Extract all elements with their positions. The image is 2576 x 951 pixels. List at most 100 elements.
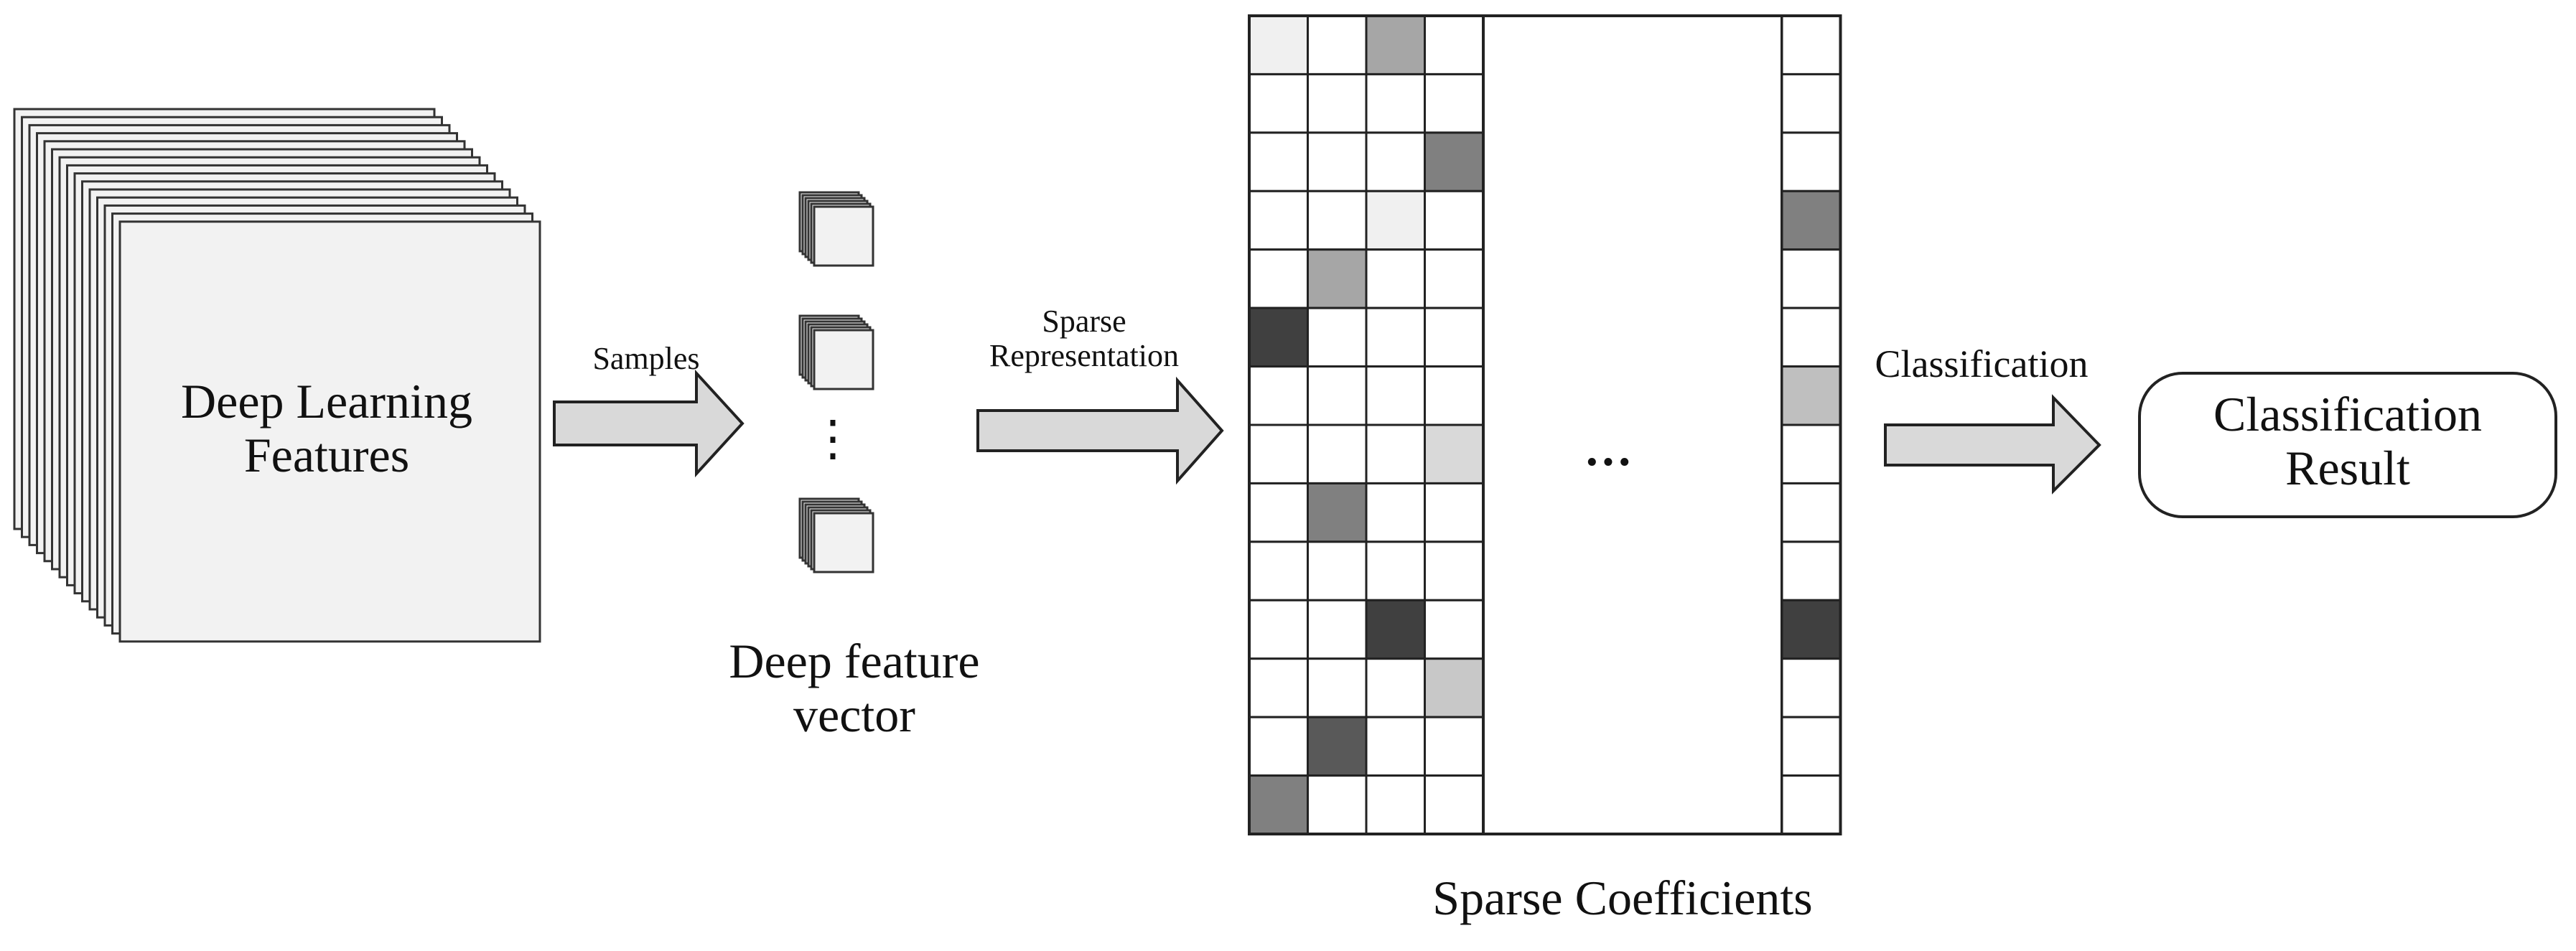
coefficient-cell bbox=[1248, 306, 1309, 368]
coefficient-cell bbox=[1248, 657, 1309, 718]
coefficient-cell bbox=[1248, 189, 1309, 251]
feature-vector-layer bbox=[813, 205, 874, 267]
coefficient-cell bbox=[1307, 365, 1368, 426]
coefficient-cell bbox=[1365, 248, 1426, 309]
coefficient-cell bbox=[1248, 599, 1309, 660]
classification-arrow bbox=[1884, 394, 2101, 495]
classification-result-line1: Classification bbox=[2213, 387, 2482, 441]
coefficient-cell bbox=[1781, 540, 1842, 601]
coefficient-cell bbox=[1307, 599, 1368, 660]
coefficient-cell bbox=[1307, 189, 1368, 251]
classification-result-label: Classification Result bbox=[2139, 388, 2556, 495]
coefficient-cell bbox=[1307, 423, 1368, 484]
coefficient-cell bbox=[1781, 482, 1842, 543]
coefficient-cell bbox=[1424, 306, 1485, 368]
coefficient-cell bbox=[1781, 716, 1842, 777]
deep-feature-vector-line2: vector bbox=[793, 687, 915, 742]
coefficient-cell bbox=[1424, 248, 1485, 309]
classification-result-box bbox=[2138, 372, 2557, 518]
coefficient-cell bbox=[1424, 189, 1485, 251]
coefficient-cell bbox=[1248, 482, 1309, 543]
coefficient-cell bbox=[1365, 365, 1426, 426]
coefficient-cell bbox=[1365, 716, 1426, 777]
deep-learning-features-line1: Deep Learning bbox=[181, 374, 472, 428]
coefficient-cell bbox=[1307, 14, 1368, 75]
coefficient-cell bbox=[1307, 306, 1368, 368]
coefficient-cell bbox=[1365, 72, 1426, 134]
deep-learning-features-label: Deep Learning Features bbox=[122, 375, 531, 482]
coefficient-cell bbox=[1365, 599, 1426, 660]
coefficient-cell bbox=[1248, 248, 1309, 309]
coefficient-cell bbox=[1248, 365, 1309, 426]
coefficient-cell bbox=[1781, 306, 1842, 368]
coefficient-cell bbox=[1248, 14, 1309, 75]
sparse-coefficient-matrix bbox=[1248, 14, 1842, 835]
coefficient-cell bbox=[1365, 657, 1426, 718]
coefficient-cell bbox=[1781, 14, 1842, 75]
coefficient-cell bbox=[1307, 72, 1368, 134]
classification-result-line2: Result bbox=[2285, 440, 2410, 495]
coefficient-cell bbox=[1424, 599, 1485, 660]
coefficient-cell bbox=[1781, 365, 1842, 426]
coefficient-cell bbox=[1424, 131, 1485, 192]
sparse-coefficients-label: Sparse Coefficients bbox=[1432, 871, 1813, 925]
feature-vector-stack bbox=[798, 191, 874, 267]
deep-learning-features-line2: Features bbox=[243, 427, 410, 482]
coefficient-cell bbox=[1424, 72, 1485, 134]
coefficient-cell bbox=[1424, 365, 1485, 426]
coefficient-cell bbox=[1307, 131, 1368, 192]
feature-vector-layer bbox=[813, 512, 874, 573]
coefficient-cell bbox=[1307, 482, 1368, 543]
coefficient-cell bbox=[1424, 774, 1485, 835]
coefficient-cell bbox=[1424, 423, 1485, 484]
coefficient-cell bbox=[1365, 189, 1426, 251]
coefficient-cell bbox=[1781, 72, 1842, 134]
feature-vector-stack bbox=[798, 314, 874, 390]
sparse-representation-line1: Sparse bbox=[1042, 304, 1126, 339]
classification-label: Classification bbox=[1875, 342, 2089, 385]
coefficient-cell bbox=[1781, 423, 1842, 484]
coefficient-cell bbox=[1307, 248, 1368, 309]
deep-feature-vector-line1: Deep feature bbox=[729, 634, 980, 688]
sparse-representation-label: Sparse Representation bbox=[962, 304, 1206, 374]
samples-arrow bbox=[553, 369, 745, 478]
coefficient-cell bbox=[1424, 657, 1485, 718]
coefficient-cell bbox=[1248, 540, 1309, 601]
feature-vector-stack bbox=[798, 497, 874, 573]
coefficient-cell bbox=[1424, 14, 1485, 75]
coefficient-cell bbox=[1365, 131, 1426, 192]
coefficient-cell bbox=[1365, 774, 1426, 835]
coefficient-cell bbox=[1781, 657, 1842, 718]
coefficient-cell bbox=[1307, 716, 1368, 777]
coefficient-cell bbox=[1365, 423, 1426, 484]
coefficient-cell bbox=[1365, 306, 1426, 368]
matrix-border bbox=[1248, 14, 1842, 835]
feature-map-layer bbox=[118, 220, 541, 643]
coefficient-cell bbox=[1365, 14, 1426, 75]
coefficient-cell bbox=[1307, 774, 1368, 835]
coefficient-cell bbox=[1248, 774, 1309, 835]
sparse-representation-line2: Representation bbox=[989, 338, 1179, 374]
feature-vector-ellipsis: ⋮ bbox=[808, 411, 857, 466]
samples-label: Samples bbox=[592, 341, 700, 376]
coefficient-cell bbox=[1248, 131, 1309, 192]
coefficient-cell bbox=[1248, 72, 1309, 134]
coefficient-cell bbox=[1781, 599, 1842, 660]
coefficient-cell bbox=[1781, 774, 1842, 835]
deep-feature-vector-label: Deep feature vector bbox=[682, 634, 1027, 742]
feature-vector-stacks bbox=[798, 191, 874, 573]
omitted-columns-block bbox=[1482, 14, 1783, 835]
coefficient-cell bbox=[1365, 540, 1426, 601]
matrix-ellipsis: ··· bbox=[1583, 434, 1633, 489]
coefficient-cell bbox=[1781, 248, 1842, 309]
coefficient-cell bbox=[1248, 716, 1309, 777]
coefficient-cell bbox=[1781, 189, 1842, 251]
sparse-representation-arrow bbox=[976, 376, 1224, 485]
coefficient-cell bbox=[1365, 482, 1426, 543]
coefficient-cell bbox=[1307, 540, 1368, 601]
coefficient-cell bbox=[1307, 657, 1368, 718]
coefficient-cell bbox=[1424, 482, 1485, 543]
coefficient-cell bbox=[1424, 716, 1485, 777]
